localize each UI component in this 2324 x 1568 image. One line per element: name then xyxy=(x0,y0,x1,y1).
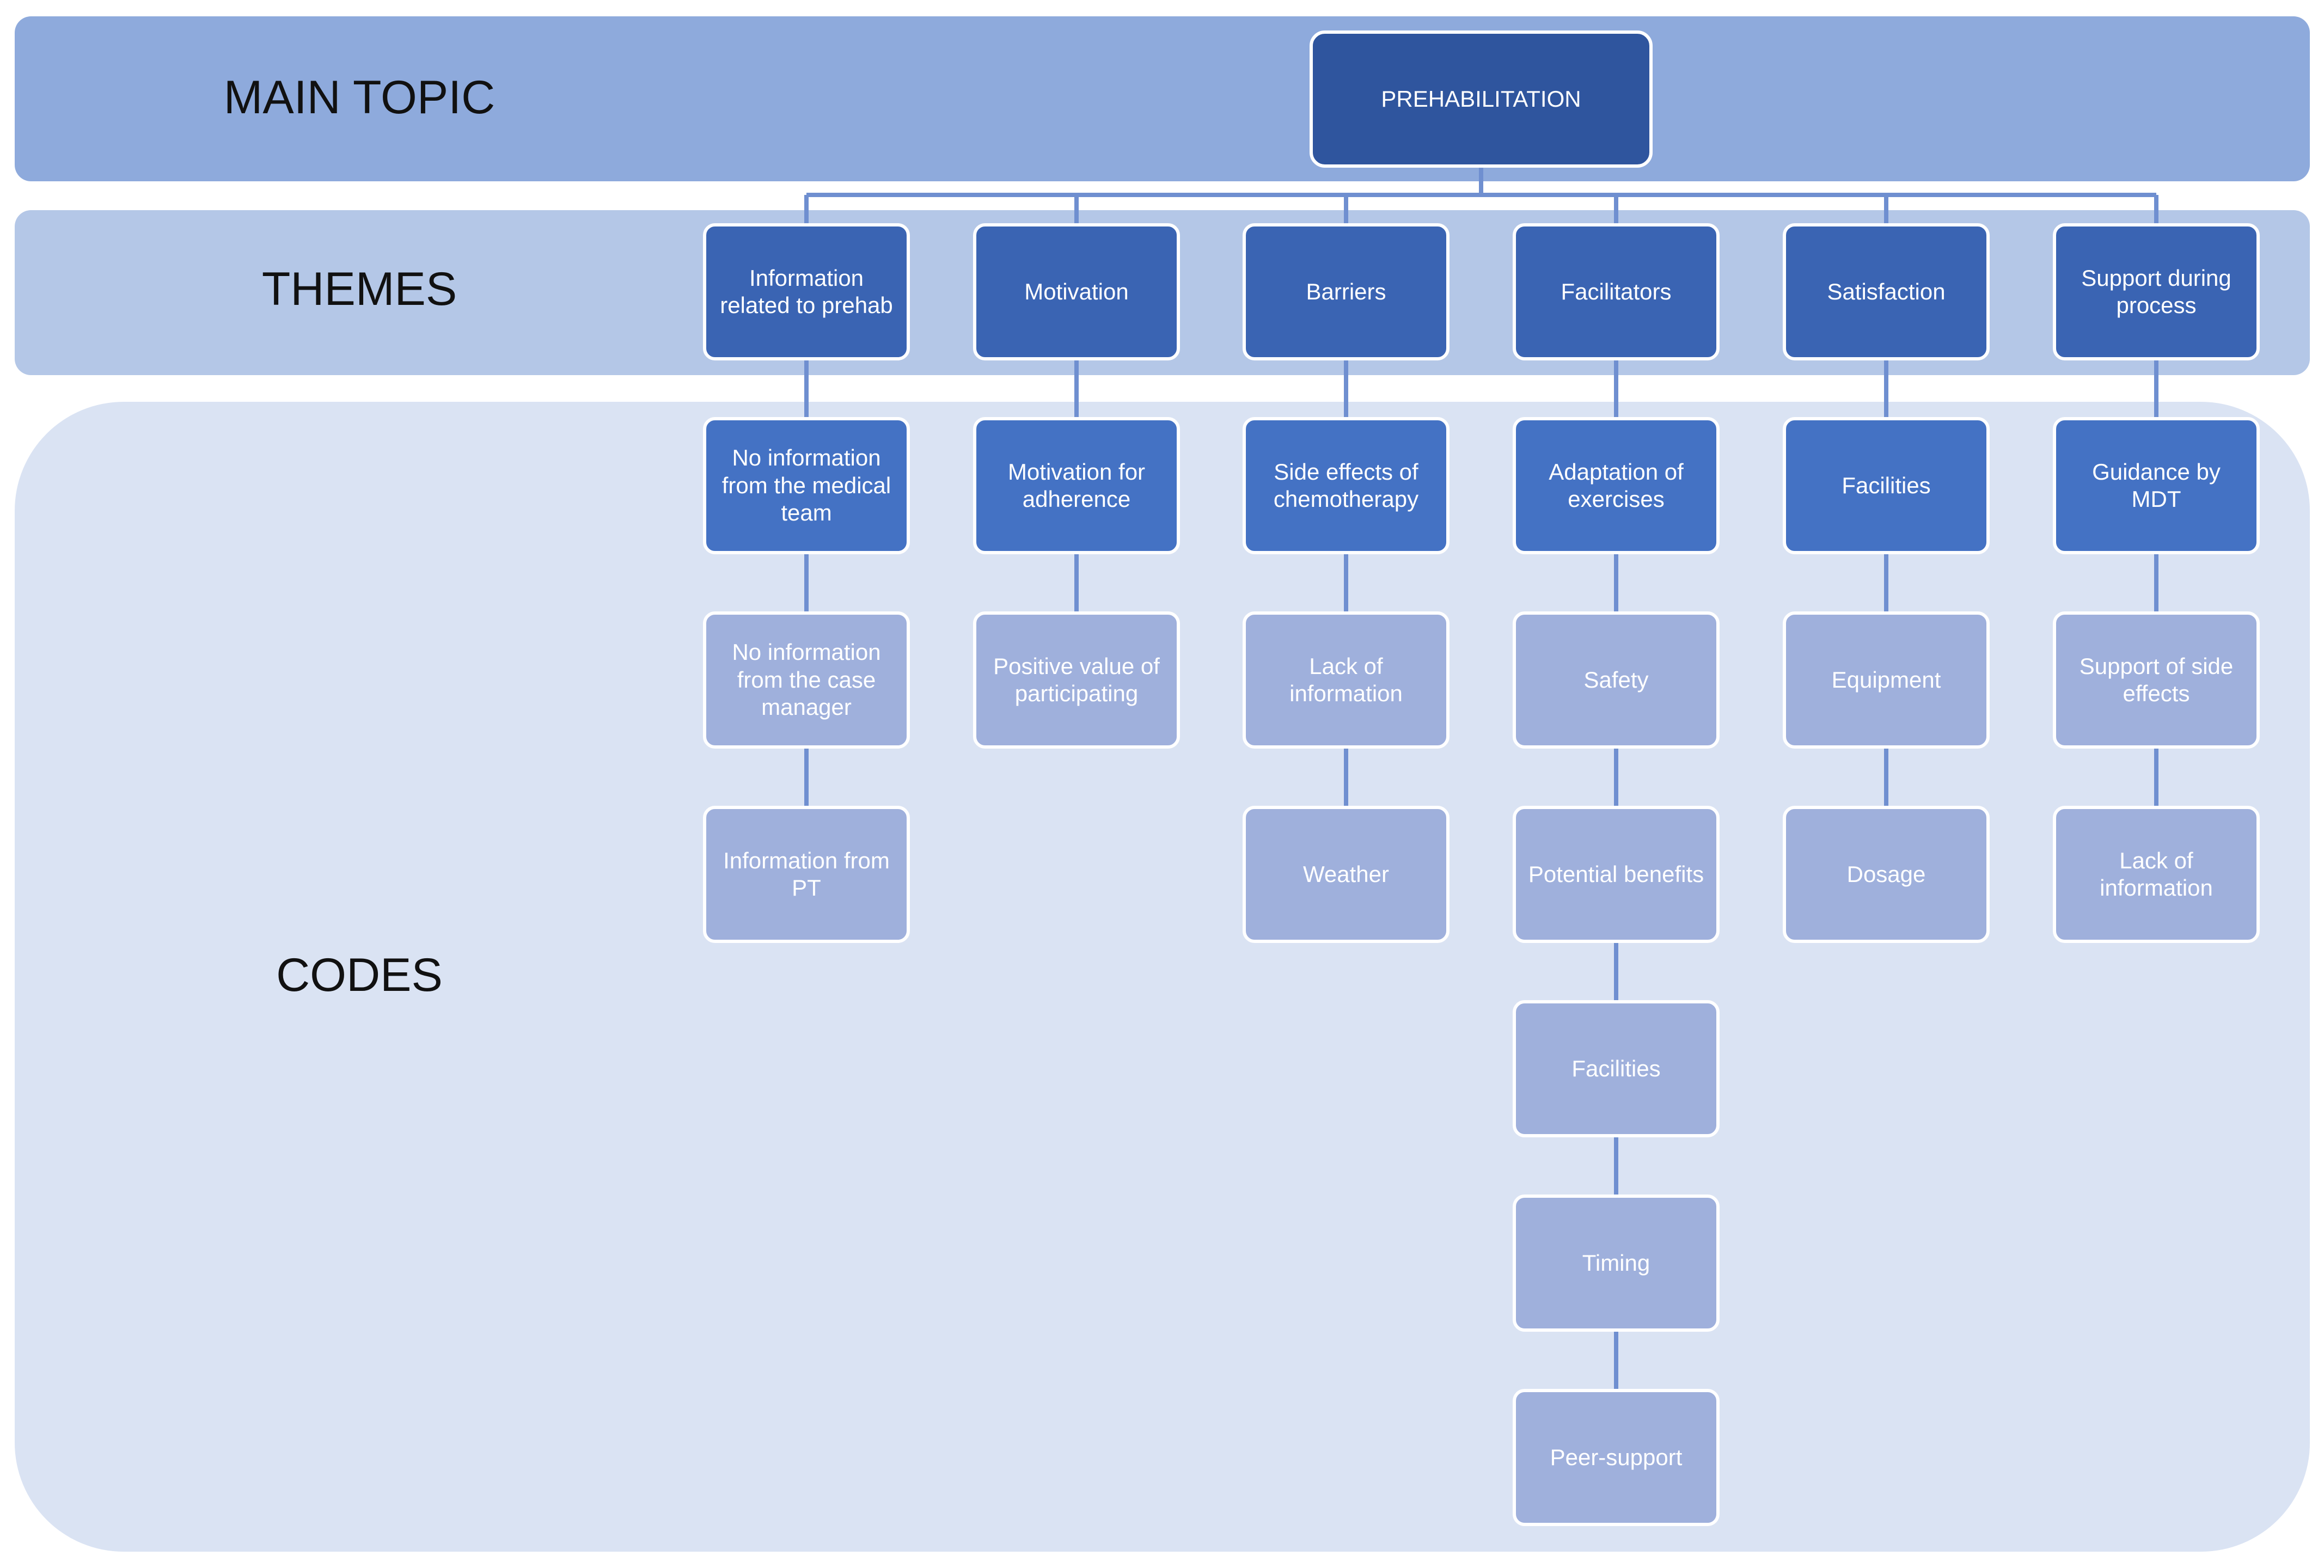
theme-node: Barriers xyxy=(1243,223,1450,360)
code-node: Facilities xyxy=(1513,1000,1720,1137)
code-node: Lack of information xyxy=(1243,611,1450,749)
code-node: Dosage xyxy=(1783,806,1990,943)
code-node: Information from PT xyxy=(703,806,910,943)
code-node: Motivation for adherence xyxy=(973,417,1180,554)
theme-node: Motivation xyxy=(973,223,1180,360)
code-node: Timing xyxy=(1513,1195,1720,1332)
code-node: Lack of information xyxy=(2053,806,2260,943)
theme-node: Satisfaction xyxy=(1783,223,1990,360)
code-node: Equipment xyxy=(1783,611,1990,749)
code-node: Peer-support xyxy=(1513,1389,1720,1526)
row-label-main-topic: MAIN TOPIC xyxy=(223,71,496,124)
theme-node: Facilitators xyxy=(1513,223,1720,360)
root-node: PREHABILITATION xyxy=(1310,30,1653,168)
code-node: Facilities xyxy=(1783,417,1990,554)
code-node: Positive value of participating xyxy=(973,611,1180,749)
code-node: Side effects of chemotherapy xyxy=(1243,417,1450,554)
row-label-codes: CODES xyxy=(276,949,443,1001)
row-label-themes: THEMES xyxy=(261,263,457,315)
theme-node: Information related to prehab xyxy=(703,223,910,360)
code-node: Safety xyxy=(1513,611,1720,749)
code-node: Adaptation of exercises xyxy=(1513,417,1720,554)
codes-band xyxy=(15,402,2310,1552)
theme-node: Support during process xyxy=(2053,223,2260,360)
code-node: Potential benefits xyxy=(1513,806,1720,943)
code-node: Weather xyxy=(1243,806,1450,943)
code-node: No information from the case manager xyxy=(703,611,910,749)
code-node: Guidance by MDT xyxy=(2053,417,2260,554)
code-node: No information from the medical team xyxy=(703,417,910,554)
code-node: Support of side effects xyxy=(2053,611,2260,749)
main-topic-band xyxy=(15,16,2310,181)
